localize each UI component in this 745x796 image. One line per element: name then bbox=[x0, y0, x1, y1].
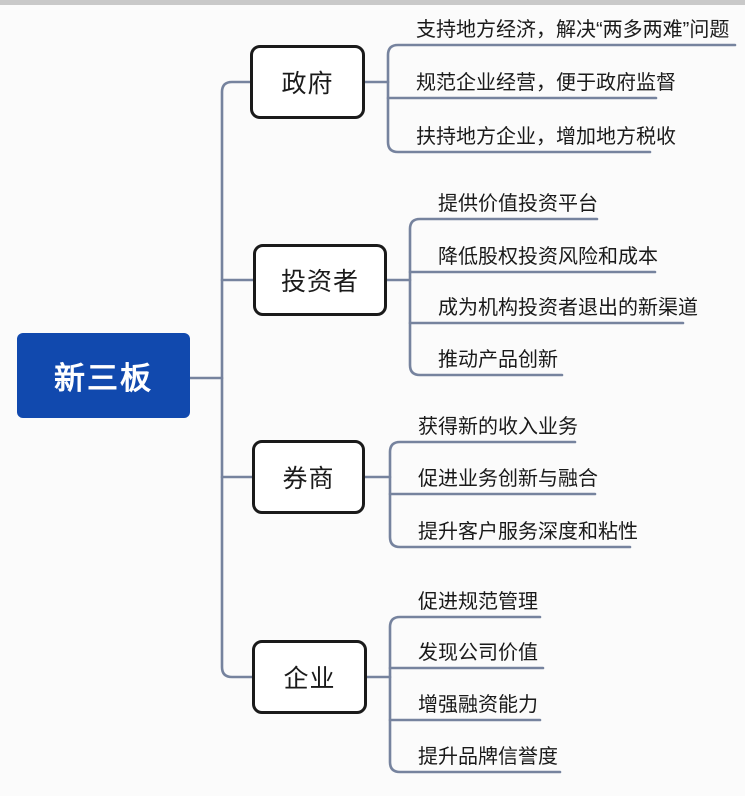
leaf-item[interactable]: 获得新的收入业务 bbox=[418, 416, 578, 438]
branch-node-broker[interactable]: 券商 bbox=[252, 440, 365, 514]
leaf-item[interactable]: 成为机构投资者退出的新渠道 bbox=[438, 297, 698, 319]
root-node-xinsanban[interactable]: 新三板 bbox=[17, 333, 190, 418]
leaf-item[interactable]: 促进规范管理 bbox=[418, 591, 538, 613]
branch-node-government[interactable]: 政府 bbox=[250, 45, 365, 119]
leaf-item[interactable]: 推动产品创新 bbox=[438, 349, 558, 371]
leaf-item[interactable]: 促进业务创新与融合 bbox=[418, 468, 598, 490]
trunk-connectors bbox=[188, 80, 255, 679]
enterprise-branch-connectors bbox=[365, 615, 562, 774]
branch-node-investor[interactable]: 投资者 bbox=[253, 244, 387, 316]
top-edge-bar bbox=[0, 0, 745, 5]
investor-branch-connectors bbox=[385, 217, 685, 377]
leaf-item[interactable]: 支持地方经济，解决“两多两难”问题 bbox=[416, 19, 730, 41]
branch-node-enterprise[interactable]: 企业 bbox=[252, 640, 367, 714]
government-branch-connectors bbox=[363, 43, 737, 154]
trunk-spine bbox=[220, 80, 254, 679]
leaf-item[interactable]: 降低股权投资风险和成本 bbox=[438, 246, 658, 268]
leaf-rail bbox=[408, 217, 599, 377]
leaf-item[interactable]: 增强融资能力 bbox=[418, 694, 538, 716]
leaf-item[interactable]: 提升客户服务深度和粘性 bbox=[418, 521, 638, 543]
leaf-item[interactable]: 规范企业经营，便于政府监督 bbox=[416, 72, 676, 94]
leaf-item[interactable]: 提供价值投资平台 bbox=[438, 193, 598, 215]
broker-branch-connectors bbox=[363, 440, 632, 549]
leaf-item[interactable]: 提升品牌信誉度 bbox=[418, 746, 558, 768]
leaf-item[interactable]: 发现公司价值 bbox=[418, 642, 538, 664]
leaf-rail bbox=[388, 615, 562, 774]
leaf-item[interactable]: 扶持地方企业，增加地方税收 bbox=[416, 126, 676, 148]
